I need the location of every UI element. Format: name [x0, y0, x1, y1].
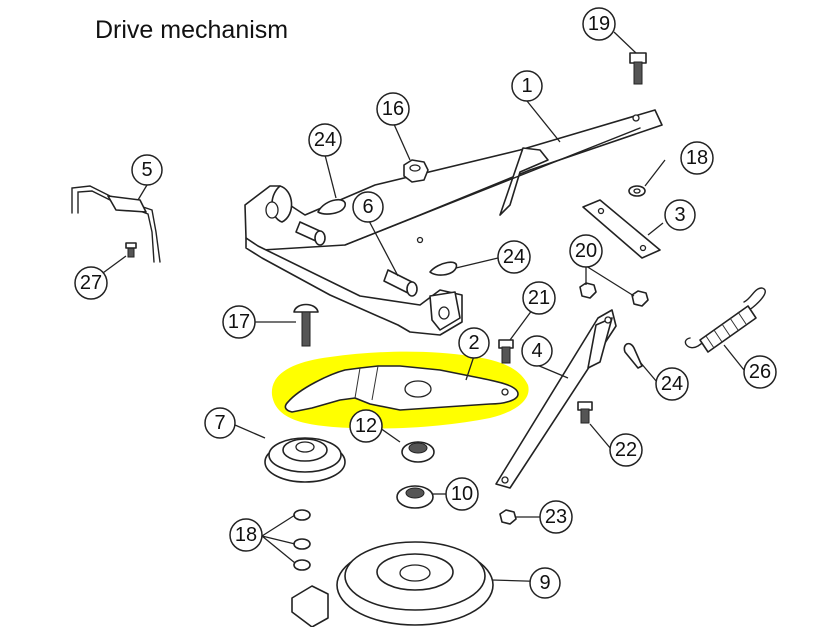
part-16-nut	[403, 159, 429, 183]
part-2-idler-arm	[284, 365, 519, 413]
part-3-plate	[582, 199, 661, 259]
callout-12: 12	[349, 409, 383, 443]
callout-22-label: 22	[615, 439, 637, 461]
callout-24-right: 24	[655, 367, 689, 401]
callout-6-label: 6	[362, 196, 373, 218]
part-18-washer-top	[628, 185, 646, 197]
part-22-bolt	[577, 401, 593, 424]
part-21-bolt	[498, 339, 514, 364]
part-18-washers-bottom	[293, 509, 311, 571]
callout-7-label: 7	[214, 412, 225, 434]
callout-4-label: 4	[531, 340, 542, 362]
part-17-bolt	[293, 303, 319, 347]
callout-2: 2	[458, 327, 490, 359]
callout-9: 9	[529, 567, 561, 599]
callout-10-label: 10	[451, 483, 473, 505]
part-10-bearing	[396, 485, 434, 509]
callout-19-label: 19	[588, 13, 610, 35]
callout-20: 20	[569, 234, 603, 268]
callout-18-bottom: 18	[229, 518, 263, 552]
callout-9-label: 9	[539, 572, 550, 594]
callout-20-label: 20	[575, 240, 597, 262]
part-12-bushing	[401, 441, 435, 463]
callout-7: 7	[204, 407, 236, 439]
callout-3: 3	[664, 199, 696, 231]
callout-27-label: 27	[80, 272, 102, 294]
callout-16-label: 16	[382, 98, 404, 120]
callout-5-label: 5	[141, 159, 152, 181]
callout-24-top: 24	[308, 123, 342, 157]
part-19-bolt	[629, 52, 647, 85]
lower-bracket	[291, 585, 329, 627]
callout-19: 19	[582, 7, 616, 41]
part-1-frame	[244, 109, 663, 336]
part-23-nut	[499, 509, 517, 525]
callout-5: 5	[131, 154, 163, 186]
callout-17: 17	[222, 305, 256, 339]
part-6-pins	[295, 221, 418, 297]
callout-22: 22	[609, 433, 643, 467]
callout-26: 26	[743, 355, 777, 389]
part-9-large-pulley	[336, 541, 494, 626]
callout-24-middle: 24	[497, 240, 531, 274]
callout-24-top-label: 24	[314, 129, 336, 151]
part-27-screw	[125, 242, 137, 258]
callout-12-label: 12	[355, 415, 377, 437]
callout-18-bottom-label: 18	[235, 524, 257, 546]
callout-1: 1	[511, 70, 543, 102]
callout-3-label: 3	[674, 204, 685, 226]
callout-27: 27	[74, 266, 108, 300]
callout-21: 21	[522, 281, 556, 315]
callout-26-label: 26	[749, 361, 771, 383]
part-20-nuts	[579, 282, 649, 307]
callout-24-right-label: 24	[661, 373, 683, 395]
part-5-bracket	[71, 185, 161, 263]
callout-16: 16	[376, 92, 410, 126]
callout-2-label: 2	[468, 332, 479, 354]
callout-18-top-label: 18	[686, 147, 708, 169]
callout-21-label: 21	[528, 287, 550, 309]
callout-23: 23	[539, 500, 573, 534]
part-4-arm	[495, 309, 617, 489]
part-7-pulley	[264, 437, 346, 483]
callout-4: 4	[521, 335, 553, 367]
diagram-title: Drive mechanism	[95, 16, 289, 44]
part-26-spring	[684, 287, 766, 353]
callout-24-middle-label: 24	[503, 246, 525, 268]
callout-1-label: 1	[521, 75, 532, 97]
callout-23-label: 23	[545, 506, 567, 528]
callout-10: 10	[445, 477, 479, 511]
callout-6: 6	[352, 191, 384, 223]
callout-18-top: 18	[680, 141, 714, 175]
callout-17-label: 17	[228, 311, 250, 333]
